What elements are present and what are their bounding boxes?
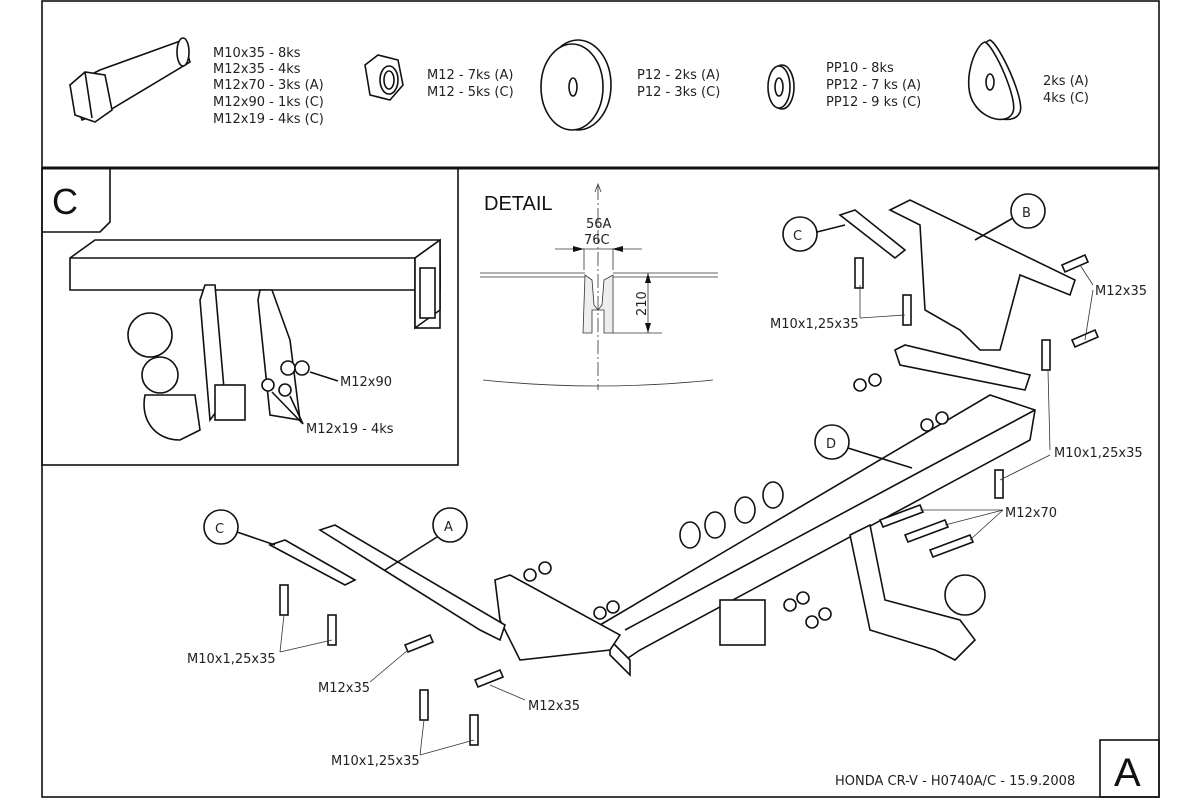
svg-text:C: C [793, 229, 802, 244]
legend-text: M12x90 - 1ks (C) [213, 95, 324, 110]
svg-text:B: B [1022, 206, 1031, 221]
bracket-b [888, 199, 1076, 351]
part-label: M10x1,25x35 [770, 317, 859, 332]
part-label: M10x1,25x35 [187, 652, 276, 667]
detail-section: DETAIL 56A 76C 210 [480, 182, 718, 390]
legend-text: M12x35 - 4ks [213, 62, 301, 77]
svg-text:D: D [826, 437, 836, 452]
strap-c-right [838, 209, 907, 260]
sheet-marker: A [1114, 751, 1141, 795]
bolts [279, 253, 1100, 746]
part-label: M12x70 [1005, 506, 1057, 521]
legend-text: PP12 - 9 ks (C) [826, 95, 921, 110]
bracket-a [318, 524, 506, 642]
bolt-icon [69, 37, 191, 123]
callout-a: A [384, 507, 468, 571]
legend-text: M10x35 - 8ks [213, 46, 301, 61]
callout-b: B [974, 193, 1046, 241]
legend-text: M12x19 - 4ks (C) [213, 112, 324, 127]
legend-text: PP12 - 7 ks (A) [826, 78, 921, 93]
part-label: M10x1,25x35 [1054, 446, 1143, 461]
callout-c-right: C [782, 216, 846, 252]
legend-text: P12 - 2ks (A) [637, 68, 720, 83]
part-label: M12x35 [318, 681, 370, 696]
svg-text:C: C [215, 522, 224, 537]
large-washer-icon [540, 39, 612, 131]
dim-width-c: 76C [584, 233, 610, 248]
dim-width-a: 56A [586, 217, 612, 232]
ball-mount [849, 523, 977, 661]
dim-height: 210 [635, 291, 650, 316]
nut-icon [364, 54, 404, 101]
legend-text: M12 - 7ks (A) [427, 68, 513, 83]
svg-text:A: A [444, 520, 453, 535]
bolt-sizes: M10x35 - 8ks M12x35 - 4ks M12x70 - 3ks (… [213, 46, 324, 127]
legend-text: P12 - 3ks (C) [637, 85, 720, 100]
part-label: M12x35 [528, 699, 580, 714]
variant-c-panel: C M12x90 M12x19 - 4ks [41, 167, 459, 466]
title-block: HONDA CR-V - H0740A/C - 15.9.2008 A [835, 739, 1160, 798]
legend-text: M12 - 5ks (C) [427, 85, 514, 100]
spacer-icon [967, 39, 1022, 121]
legend-text: 4ks (C) [1043, 91, 1089, 106]
part-label: M12x19 - 4ks [306, 422, 394, 437]
callout-c-left: C [203, 509, 276, 546]
panel-marker: C [52, 181, 78, 222]
part-label: M12x90 [340, 375, 392, 390]
socket-plate [719, 599, 766, 646]
legend-text: PP10 - 8ks [826, 61, 894, 76]
callout-d: D [814, 424, 913, 469]
legend-text: M12x70 - 3ks (A) [213, 78, 324, 93]
spacers [679, 481, 784, 549]
part-label: M10x1,25x35 [331, 754, 420, 769]
legend-text: 2ks (A) [1043, 74, 1089, 89]
part-label: M12x35 [1095, 284, 1147, 299]
leader-lines [279, 264, 1094, 756]
small-washer-icon [767, 64, 795, 110]
main-assembly: C B D C A [187, 193, 1147, 769]
detail-title: DETAIL [484, 193, 553, 215]
tow-ball [944, 574, 986, 616]
strap-c-left [267, 539, 357, 586]
drawing-title: HONDA CR-V - H0740A/C - 15.9.2008 [835, 774, 1075, 789]
